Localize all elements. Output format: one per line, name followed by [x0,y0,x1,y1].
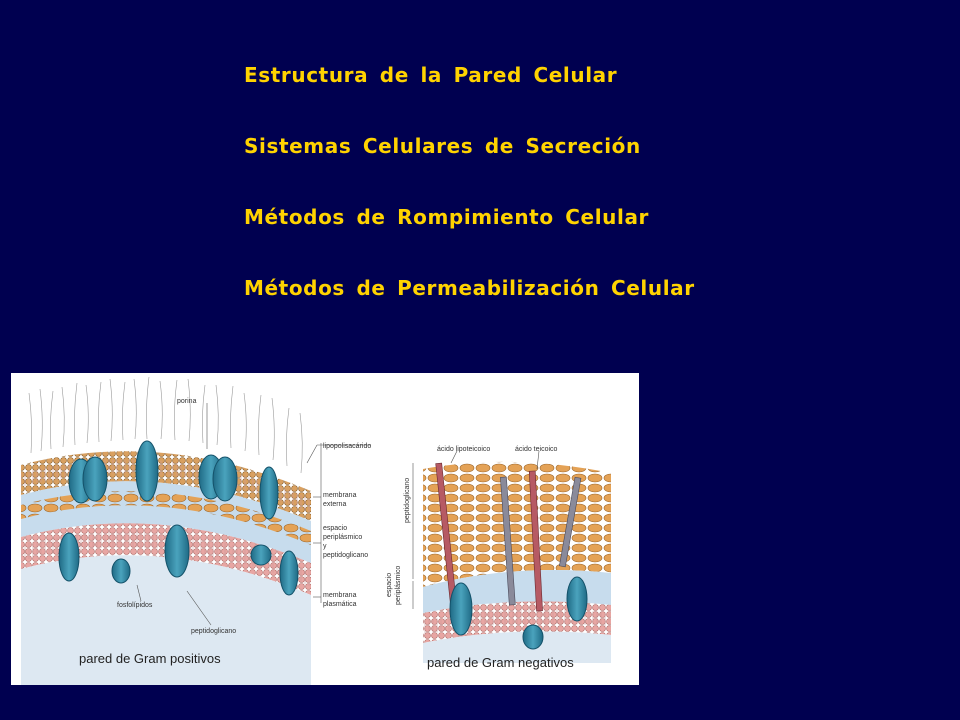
bullet-metodos-permeabilizacion: Métodos de Permeabilización Celular [244,276,695,300]
label-espacio-4: peptidoglicano [323,552,368,559]
bullet-estructura-pared: Estructura de la Pared Celular [244,63,618,87]
label-membrana-plasmatica-2: plasmática [323,601,357,608]
cell-wall-figure: porina lipopolisacárido membrana externa… [11,373,639,685]
label-espacio-vertical-2: periplásmico [395,566,402,605]
label-peptidoglicano-vertical: peptidoglicano [404,478,411,523]
bullet-sistemas-secrecion: Sistemas Celulares de Secreción [244,134,641,158]
label-porina: porina [177,398,197,405]
caption-gram-positivos: pared de Gram positivos [79,651,221,666]
label-membrana-plasmatica-1: membrana [323,592,357,599]
label-espacio-vertical-1: espacio [386,573,393,597]
label-membrana-externa-2: externa [323,501,346,508]
label-lipopolisacarido: lipopolisacárido [323,443,371,450]
label-espacio-2: periplásmico [323,534,362,541]
bullet-list: Estructura de la Pared Celular Sistemas … [244,60,695,344]
label-membrana-externa-1: membrana [323,492,357,499]
left-panel-layers [21,376,311,685]
label-peptidoglicano: peptidoglicano [191,628,236,635]
label-acido-lipoteicoico: ácido lipoteicoico [437,446,490,453]
caption-gram-negativos: pared de Gram negativos [427,655,574,670]
cell-wall-diagram: porina lipopolisacárido membrana externa… [21,376,611,685]
right-panel-layers [423,461,611,663]
bullet-metodos-rompimiento: Métodos de Rompimiento Celular [244,205,649,229]
label-espacio-1: espacio [323,525,347,532]
label-acido-teicoico: ácido teicoico [515,446,558,453]
label-espacio-3: y [323,543,327,550]
label-fosfolipidos: fosfolípidos [117,602,153,609]
